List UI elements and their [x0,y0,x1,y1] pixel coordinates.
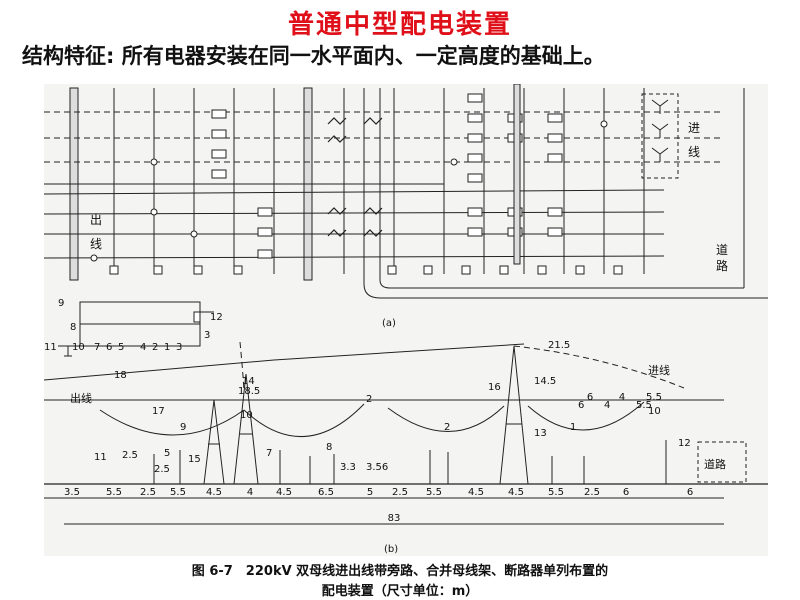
schematic-num: 7 [94,342,100,353]
bay-width: 3.5 [64,487,80,498]
plan-road-char-2: 路 [716,258,728,273]
layout-drawing: 出 线 进 线 道 路 (a) 9 8 7 6 5 4 2 1 3 10 11 … [44,84,768,555]
schematic-num: 12 [210,312,223,323]
plan-incoming-char-2: 线 [688,145,700,159]
section-small-dim: 2.5 [122,450,138,461]
bay-width: 4.5 [468,487,484,498]
bay-width: 2.5 [392,487,408,498]
section-callout: 10 [648,406,661,417]
structure-description: 结构特征: 所有电器安装在同一水平面内、一定高度的基础上。 [22,44,605,68]
top-span: 5.5 [646,392,662,403]
schematic-num: 3 [176,342,182,353]
bay-width: 2.5 [140,487,156,498]
schematic-num: 2 [152,342,158,353]
section-callout: 13 [534,428,547,439]
section-callout: 2.5 [154,464,170,475]
bay-width: 5.5 [548,487,564,498]
schematic-num: 4 [140,342,146,353]
substation-layout-figure: 出 线 进 线 道 路 (a) 9 8 7 6 5 4 2 1 3 10 11 … [44,84,768,556]
bay-width: 6 [687,487,693,498]
single-line-schematic [58,301,214,357]
bay-width: 6.5 [318,487,334,498]
total-width: 83 [388,513,401,524]
figure-caption-line-2: 配电装置（尺寸单位：m） [321,584,479,599]
schematic-num: 1 [164,342,170,353]
section-callout: 18.5 [238,386,260,397]
figure-caption-line-1: 图 6-7 220kV 双母线进出线带旁路、合并母线架、断路器单列布置的 [191,564,609,579]
bay-width: 5.5 [106,487,122,498]
plan-right-frame [513,84,521,265]
section-small-dim: 3.3 [340,462,356,473]
section-callout: 14.5 [534,376,556,387]
bay-width: 2.5 [584,487,600,498]
section-callout: 2 [366,394,372,405]
section-callout: 15 [188,454,201,465]
section-view [44,341,768,525]
section-callout: 14 [242,376,255,387]
plan-view [44,84,768,299]
bay-width: 4.5 [276,487,292,498]
section-callout: 12 [678,438,691,449]
bay-width: 4.5 [206,487,222,498]
top-span: 6 [587,392,593,403]
section-callout: 1 [570,422,576,433]
bay-width: 5 [367,487,373,498]
section-small-dim: 3.56 [366,462,388,473]
bay-width: 4.5 [508,487,524,498]
plan-panel-label: (a) [382,318,396,329]
plan-road-char-1: 道 [716,243,728,257]
plan-outgoing-char-1: 出 [90,213,102,227]
section-callout: 18 [114,370,127,381]
section-callout: 9 [180,422,186,433]
section-callout: 6 [578,400,584,411]
section-callout: 16 [488,382,501,393]
section-callout: 7 [266,448,272,459]
schematic-num: 9 [58,298,64,309]
schematic-num: 8 [70,322,76,333]
section-callout: 4 [604,400,610,411]
section-callout: 2 [444,422,450,433]
section-outgoing-label: 出线 [70,391,92,405]
section-panel-label: (b) [384,544,398,555]
schematic-num: 5 [118,342,124,353]
schematic-num: 11 [44,342,57,353]
section-incoming-label: 进线 [648,363,670,377]
section-callout: 5.5 [636,400,652,411]
section-callout: 21.5 [548,340,570,351]
section-callout: 10 [240,410,253,421]
section-callout: 17 [152,406,165,417]
bay-width: 5.5 [170,487,186,498]
bay-width: 5.5 [426,487,442,498]
bay-width: 4 [247,487,253,498]
bay-width: 6 [623,487,629,498]
slide-title: 普通中型配电装置 [287,10,512,40]
section-callout: 3 [204,330,210,341]
plan-incoming-char-1: 进 [688,121,700,135]
schematic-num: 10 [72,342,85,353]
section-callout: 5 [164,448,170,459]
section-callout: 11 [94,452,107,463]
section-road-label: 道路 [704,457,726,471]
top-span: 4 [619,392,625,403]
section-callout: 8 [326,442,332,453]
schematic-num: 6 [106,342,112,353]
plan-outgoing-char-2: 线 [90,237,102,251]
